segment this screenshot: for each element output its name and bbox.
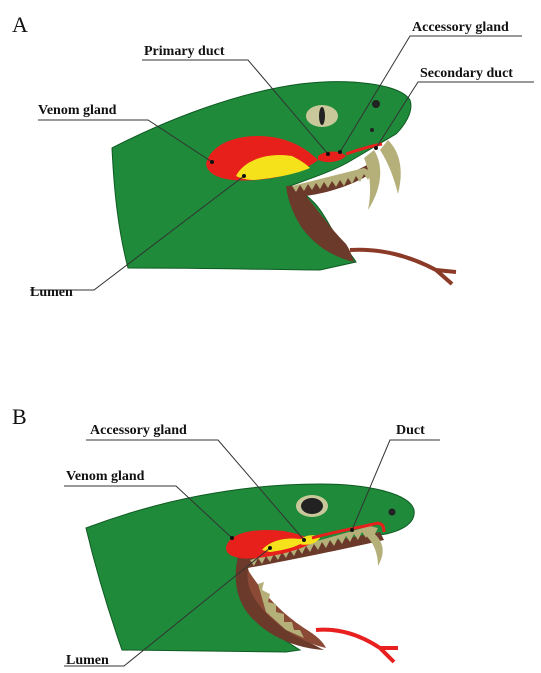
panel-a-label-lumen: Lumen [30, 285, 73, 300]
panel-b-label-accessory-gland: Accessory gland [90, 423, 187, 438]
panel-b-dot-accessory-gland [302, 538, 306, 542]
panel-b-label-lumen: Lumen [66, 653, 109, 668]
panel-b-dot-duct [350, 528, 354, 532]
panel-b-letter: B [12, 404, 27, 429]
panel-b-tongue [316, 630, 398, 662]
panel-b-dot-venom-gland [230, 536, 234, 540]
panel-b-label-venom-gland: Venom gland [66, 469, 145, 484]
panel-a-pupil [319, 107, 325, 125]
panel-b-pupil [301, 498, 323, 514]
panel-b: B Accessory gland [12, 404, 440, 668]
panel-a-fang-front [380, 140, 401, 194]
panel-b-head [86, 484, 414, 652]
panel-a-dot-lumen [242, 174, 246, 178]
panel-a-label-secondary-duct: Secondary duct [420, 66, 513, 81]
panel-a-dot-primary-duct [326, 152, 330, 156]
panel-a-tongue [350, 250, 456, 284]
panel-a-letter: A [12, 12, 28, 37]
panel-a-nostril [372, 100, 380, 108]
panel-b-label-duct: Duct [396, 423, 425, 438]
panel-a-dot-accessory-gland [338, 150, 342, 154]
panel-a-label-venom-gland: Venom gland [38, 103, 117, 118]
panel-a-dot-venom-gland [210, 160, 214, 164]
panel-a: A Primary duc [12, 12, 534, 300]
panel-a-dot-secondary-duct [374, 146, 378, 150]
panel-a-pit [370, 128, 374, 132]
panel-b-dot-lumen [268, 546, 272, 550]
panel-b-nostril [389, 509, 396, 516]
panel-a-fang-rear [364, 150, 380, 210]
panel-a-label-accessory-gland: Accessory gland [412, 20, 509, 35]
panel-a-label-primary-duct: Primary duct [144, 44, 225, 59]
